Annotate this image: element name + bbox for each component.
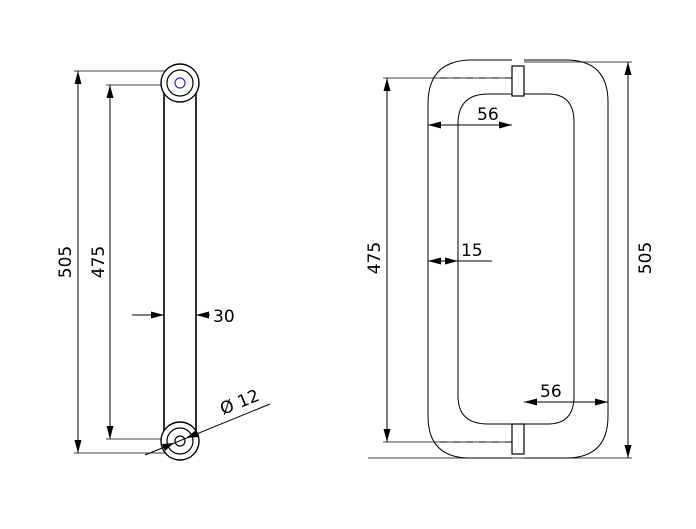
dim-label-505-side: 505 — [56, 246, 76, 278]
dim-label-505-front: 505 — [636, 242, 656, 274]
handle-outer-contour — [427, 59, 609, 459]
handle-bar-side — [163, 72, 197, 452]
dim-label-56-bottom: 56 — [540, 382, 562, 402]
dim-bar-width: 30 — [132, 307, 235, 327]
side-view: 505 475 30 Ø 12 — [56, 63, 271, 461]
dim-overall-length-front: 505 — [624, 62, 656, 458]
dim-projection-top: 56 — [428, 105, 512, 129]
handle-inner-contour — [457, 93, 575, 425]
dim-overall-length-side: 505 — [56, 71, 82, 453]
dim-label-475-front: 475 — [365, 242, 385, 274]
top-standoff — [511, 65, 525, 97]
dim-label-56-top: 56 — [477, 105, 499, 125]
front-view: 475 505 56 56 15 — [365, 59, 656, 459]
dim-label-30: 30 — [213, 307, 235, 327]
dim-label-15: 15 — [461, 241, 483, 261]
top-mount — [160, 63, 200, 103]
dim-label-475-side: 475 — [89, 246, 109, 278]
dim-projection-bottom: 56 — [524, 382, 608, 406]
dim-hole-spacing-front: 475 — [365, 78, 391, 442]
dim-label-diameter: Ø 12 — [217, 386, 262, 420]
bottom-standoff — [511, 423, 525, 455]
dim-hole-spacing-side: 475 — [89, 85, 114, 439]
dim-bar-thickness: 15 — [428, 241, 492, 265]
